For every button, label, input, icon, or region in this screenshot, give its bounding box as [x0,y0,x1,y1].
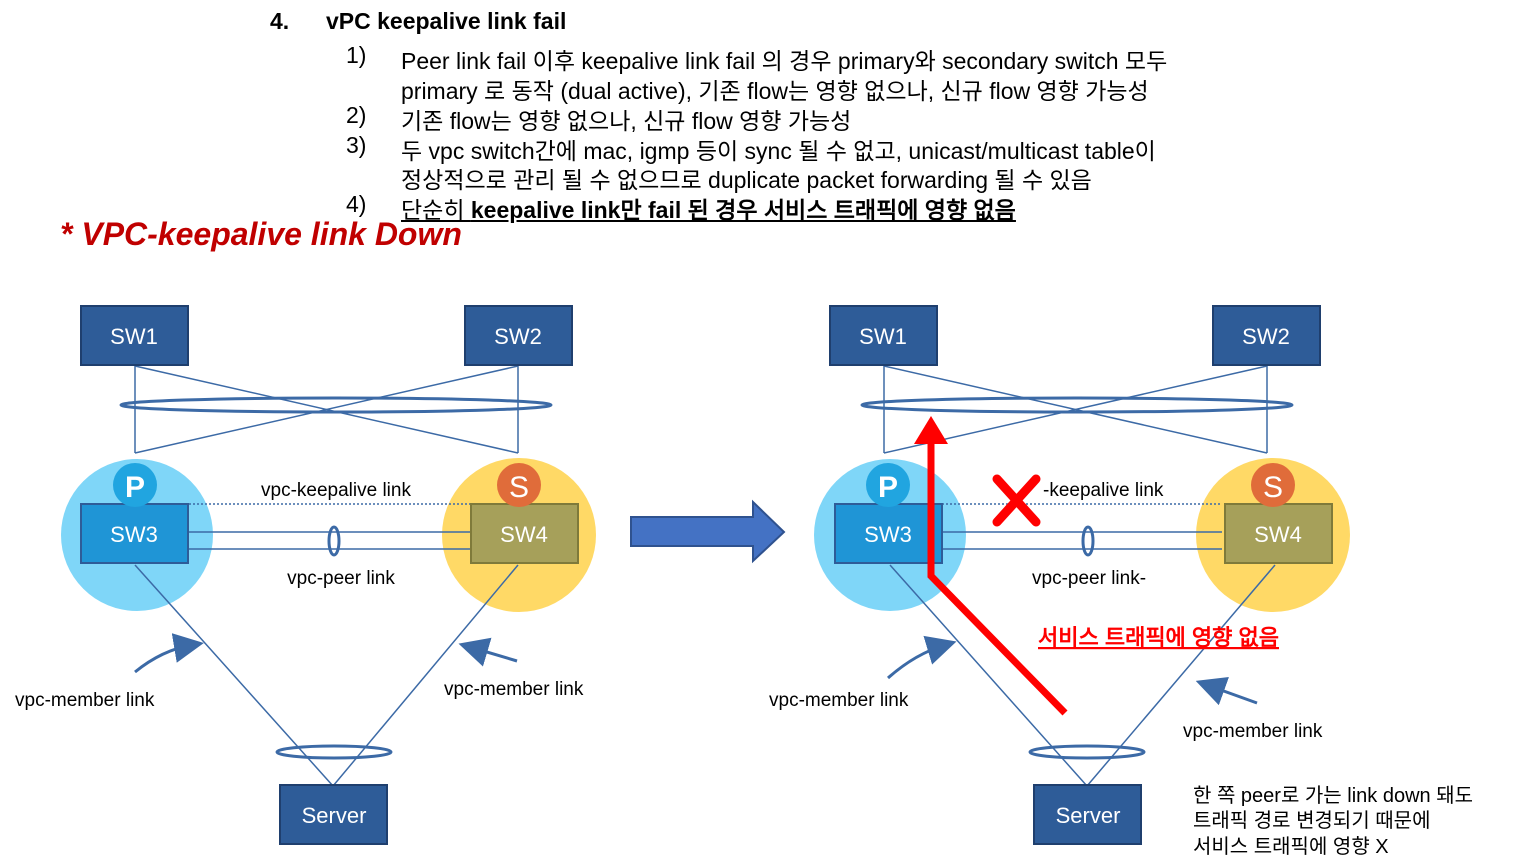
traffic-path [927,438,1068,716]
server-box [1033,784,1142,845]
member-label-right: vpc-member link [444,679,584,700]
pointer-arrow [134,633,204,674]
sw3-box [834,503,943,564]
pointer-arrow [458,637,518,667]
right-diagram: SW1 SW2 SW3 SW4 Server P S -keepalive li… [769,305,1350,845]
uplink [883,365,1268,454]
uplink-port-channel [119,396,553,414]
uplink [134,365,519,454]
sw2-label: SW2 [494,324,542,349]
traffic-arrow-head-icon [914,416,948,444]
keepalive-label: vpc-keepalive link [261,480,411,501]
note-line-1: 한 쪽 peer로 가는 link down 돼도 [1193,785,1473,807]
link-down-x-icon [992,474,1041,527]
peer-label: vpc-peer link [287,568,395,589]
peer-port-channel [327,525,341,557]
member-link [889,564,1088,787]
member-label-left: vpc-member link [769,690,909,711]
secondary-badge-label: S [509,471,529,504]
item-4-bold: keepalive link만 fail 된 경우 서비스 트래픽에 영향 없음 [470,197,1016,223]
item-3-line-2: 정상적으로 관리 될 수 없으므로 duplicate packet forwa… [401,167,1092,193]
item-1-line-2: primary 로 동작 (dual active), 기존 flow는 영향 … [401,78,1149,104]
section-heading: 4. vPC keepalive link fail [270,8,566,35]
primary-badge [866,463,910,507]
member-label-left: vpc-member link [15,690,155,711]
section-number: 4. [270,8,290,34]
left-diagram: SW1 SW2 SW3 SW4 Server P S vpc-keepalive… [15,305,596,845]
sw4-label: SW4 [500,522,548,547]
sw2-box [1212,305,1321,366]
item-4-line: 단순히 keepalive link만 fail 된 경우 서비스 트래픽에 영… [401,191,1016,225]
primary-badge-label: P [125,471,145,504]
sw1-label: SW1 [859,324,907,349]
member-port-channel [1028,744,1146,760]
pointer-arrow [887,635,957,680]
sw1-box [829,305,938,366]
member-port-channel [275,744,393,760]
server-label: Server [302,803,367,828]
uplink-port-channel [860,396,1294,414]
member-link [134,564,334,787]
secondary-badge-label: S [1263,471,1283,504]
member-link [1086,564,1276,787]
peer-label: vpc-peer link- [1032,568,1146,589]
keepalive-label: -keepalive link [1043,480,1164,501]
sw1-label: SW1 [110,324,158,349]
sw1-box [80,305,189,366]
member-link [332,564,519,787]
item-3-line-1: 두 vpc switch간에 mac, igmp 등이 sync 될 수 없고,… [401,138,1156,164]
note-line-3: 서비스 트래픽에 영향 X [1193,836,1389,858]
item-number-4: 4) [346,191,367,217]
server-label: Server [1056,803,1121,828]
sw2-box [464,305,573,366]
sw4-label: SW4 [1254,522,1302,547]
pointer-arrow [1195,676,1258,706]
secondary-badge [497,463,541,507]
section-title: vPC keepalive link fail [326,8,567,34]
item-number-1: 1) [346,42,367,68]
secondary-badge [1251,463,1295,507]
sw3-label: SW3 [110,522,158,547]
item-number-3: 3) [346,132,367,158]
impact-label: 서비스 트래픽에 영향 없음 [1038,625,1279,650]
item-1-line-1: Peer link fail 이후 keepalive link fail 의 … [401,48,1168,74]
transition-arrow-icon [630,499,786,564]
member-label-right: vpc-member link [1183,721,1323,742]
item-number-2: 2) [346,102,367,128]
primary-badge-label: P [878,471,898,504]
item-4-prefix: 단순히 [401,197,471,223]
peer-port-channel [1081,525,1095,557]
server-box [279,784,388,845]
sw3-label: SW3 [864,522,912,547]
sw2-label: SW2 [1242,324,1290,349]
sw4-box [470,503,579,564]
note-line-2: 트래픽 경로 변경되기 때문에 [1193,810,1431,832]
primary-badge [113,463,157,507]
item-2-line-1: 기존 flow는 영향 없으나, 신규 flow 영향 가능성 [401,108,852,134]
diagram-subtitle: * VPC-keepalive link Down [60,216,462,252]
